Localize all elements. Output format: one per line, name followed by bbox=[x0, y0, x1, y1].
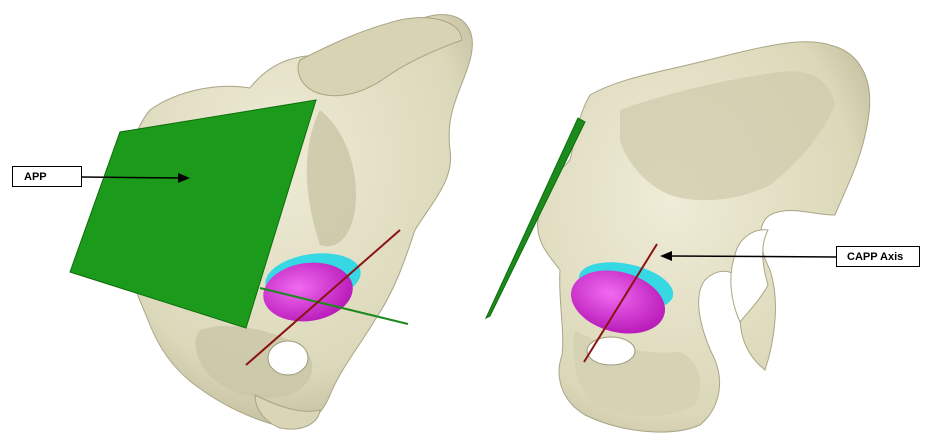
right-pelvis-view bbox=[538, 42, 870, 432]
app-label: APP bbox=[12, 166, 82, 187]
left-obturator-foramen bbox=[268, 341, 308, 375]
right-obturator-foramen bbox=[587, 337, 635, 365]
capp-axis-label: CAPP Axis bbox=[836, 246, 920, 267]
